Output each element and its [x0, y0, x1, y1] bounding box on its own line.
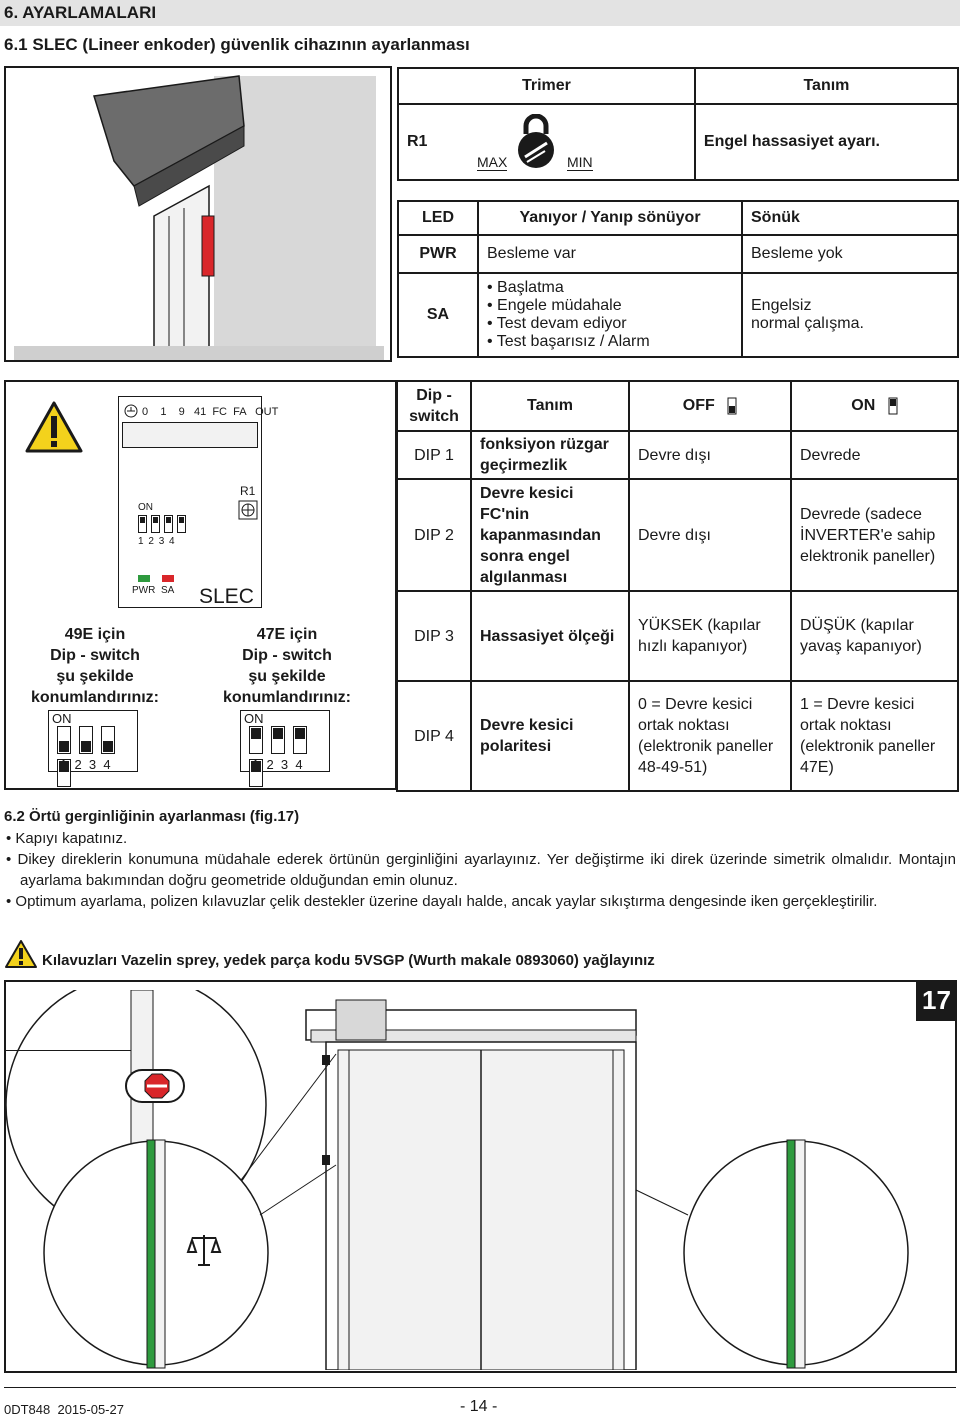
- subsection-2-bullets: • Kapıyı kapatınız. • Dikey direklerin k…: [4, 828, 956, 912]
- sa-off-line2: normal çalışma.: [751, 315, 864, 332]
- figure-number: 17: [916, 980, 957, 1021]
- board-on-label: ON: [138, 502, 153, 513]
- dip4-off: 0 = Devre kesici ortak noktası (elektron…: [628, 680, 792, 792]
- footer-rule: [4, 1387, 956, 1388]
- pwr-label: PWR: [397, 234, 479, 274]
- led-header: LED: [397, 200, 479, 236]
- sa-off-line1: Engelsiz: [751, 297, 812, 314]
- dip-47e-numbers: 1 2 3 4: [252, 757, 303, 772]
- dip3-desc: Hassasiyet ölçeği: [470, 590, 630, 682]
- terminal-labels: 0 1 9 41 FC FA OUT: [142, 406, 279, 418]
- dip1-on: Devrede: [790, 430, 959, 480]
- lubrication-warning: Kılavuzları Vazelin sprey, yedek parça k…: [42, 952, 655, 969]
- sa-off-cell: Engelsiz normal çalışma.: [741, 272, 959, 358]
- sa-on-item: Test devam ediyor: [487, 315, 733, 333]
- pwr-off-text: Besleme yok: [741, 234, 959, 274]
- dip3-off: YÜKSEK (kapılar hızlı kapanıyor): [628, 590, 792, 682]
- board-diagram-box: 0 1 9 41 FC FA OUT ON 1 2 3 4 R1 PWR SA …: [4, 380, 397, 790]
- pwr-led: [138, 575, 150, 582]
- bullet-item: • Dikey direklerin konumuna müdahale ede…: [6, 851, 956, 889]
- board-outline: [118, 396, 262, 608]
- dip4-desc: Devre kesici polaritesi: [470, 680, 630, 792]
- warning-icon: [5, 940, 37, 968]
- dip-header: Dip - switch: [396, 380, 472, 432]
- warning-icon: [25, 401, 83, 453]
- section-title: 6. AYARLAMALARI: [4, 3, 157, 22]
- sa-on-cell: Başlatma Engele müdahale Test devam ediy…: [477, 272, 743, 358]
- bullet-item: • Kapıyı kapatınız.: [6, 830, 128, 847]
- sa-label: SA: [397, 272, 479, 358]
- dip3-on: DÜŞÜK (kapılar yavaş kapanıyor): [790, 590, 959, 682]
- r1-label: R1: [240, 484, 256, 498]
- trimmer-knob-cell: MAX MIN: [455, 103, 696, 181]
- dip-49e-instruction: 49E için Dip - switch şu şekilde konumla…: [31, 626, 159, 706]
- figure-17-frame: [4, 980, 957, 1373]
- door-tension-illustration: [6, 990, 909, 1370]
- switch-off-icon: [727, 397, 737, 415]
- sa-led-label: SA: [161, 585, 175, 596]
- dip1-label: DIP 1: [396, 430, 472, 480]
- dip4-on: 1 = Devre kesici ortak noktası (elektron…: [790, 680, 959, 792]
- dip4-label: DIP 4: [396, 680, 472, 792]
- dip-47e-instruction: 47E için Dip - switch şu şekilde konumla…: [223, 626, 351, 706]
- slec-door-illustration: [4, 66, 392, 362]
- section-header: [0, 0, 960, 26]
- r1-trimmer-icon: [238, 500, 258, 520]
- ground-icon: [124, 404, 138, 418]
- description-header: Tanım: [693, 67, 960, 105]
- trimmer-table: Trimer Tanım R1 MAX MIN Engel hassasiyet…: [397, 67, 960, 181]
- dip-switch-table: Dip - switch Tanım OFF ON DIP 1 fonksiyo…: [396, 380, 959, 792]
- dip-47e-diagram: ON: [240, 710, 330, 787]
- pwr-led-label: PWR: [132, 585, 156, 596]
- dip-49e-diagram: ON: [48, 710, 138, 787]
- trimmer-min-label: MIN: [567, 154, 593, 171]
- dip2-on: Devrede (sadece İNVERTER'e sahip elektro…: [790, 478, 959, 592]
- on-header: ON: [790, 380, 959, 432]
- trimmer-max-label: MAX: [477, 154, 508, 171]
- off-header: OFF: [628, 380, 792, 432]
- subsection-2-title: 6.2 Örtü gerginliğinin ayarlanması (fig.…: [4, 808, 300, 825]
- page-number: - 14 -: [460, 1398, 498, 1415]
- sa-led: [162, 575, 174, 582]
- sa-on-item: Engele müdahale: [487, 297, 733, 315]
- trimmer-description: Engel hassasiyet ayarı.: [693, 103, 960, 181]
- switch-on-icon: [888, 397, 898, 415]
- slec-label: SLEC: [199, 585, 254, 608]
- dip3-label: DIP 3: [396, 590, 472, 682]
- led-table: LED Yanıyor / Yanıp sönüyor Sönük PWR Be…: [397, 200, 959, 358]
- trimmer-label: R1: [397, 103, 455, 181]
- led-on-header: Yanıyor / Yanıp sönüyor: [477, 200, 743, 236]
- balance-scale-icon: [186, 1235, 222, 1266]
- sa-on-item: Test başarısız / Alarm: [487, 333, 733, 351]
- terminal-block: [122, 422, 258, 448]
- dip2-label: DIP 2: [396, 478, 472, 592]
- dip2-desc: Devre kesici FC'nin kapanmasından sonra …: [470, 478, 630, 592]
- dip1-desc: fonksiyon rüzgar geçirmezlik: [470, 430, 630, 480]
- subsection-1-title: 6.1 SLEC (Lineer enkoder) güvenlik cihaz…: [4, 35, 470, 54]
- dip-49e-numbers: 1 2 3 4: [60, 757, 111, 772]
- dip2-off: Devre dışı: [628, 478, 792, 592]
- board-dip-switch: [136, 515, 188, 538]
- bullet-item: • Optimum ayarlama, polizen kılavuzlar ç…: [6, 893, 878, 910]
- pwr-on-text: Besleme var: [477, 234, 743, 274]
- trimmer-header: Trimer: [397, 67, 696, 105]
- sa-on-item: Başlatma: [487, 279, 733, 297]
- desc-header: Tanım: [470, 380, 630, 432]
- board-switch-numbers: 1 2 3 4: [138, 536, 175, 547]
- adjustment-knob-icon: [518, 114, 554, 168]
- document-code: 0DT848 2015-05-27: [4, 1402, 124, 1417]
- led-off-header: Sönük: [741, 200, 959, 236]
- dip1-off: Devre dışı: [628, 430, 792, 480]
